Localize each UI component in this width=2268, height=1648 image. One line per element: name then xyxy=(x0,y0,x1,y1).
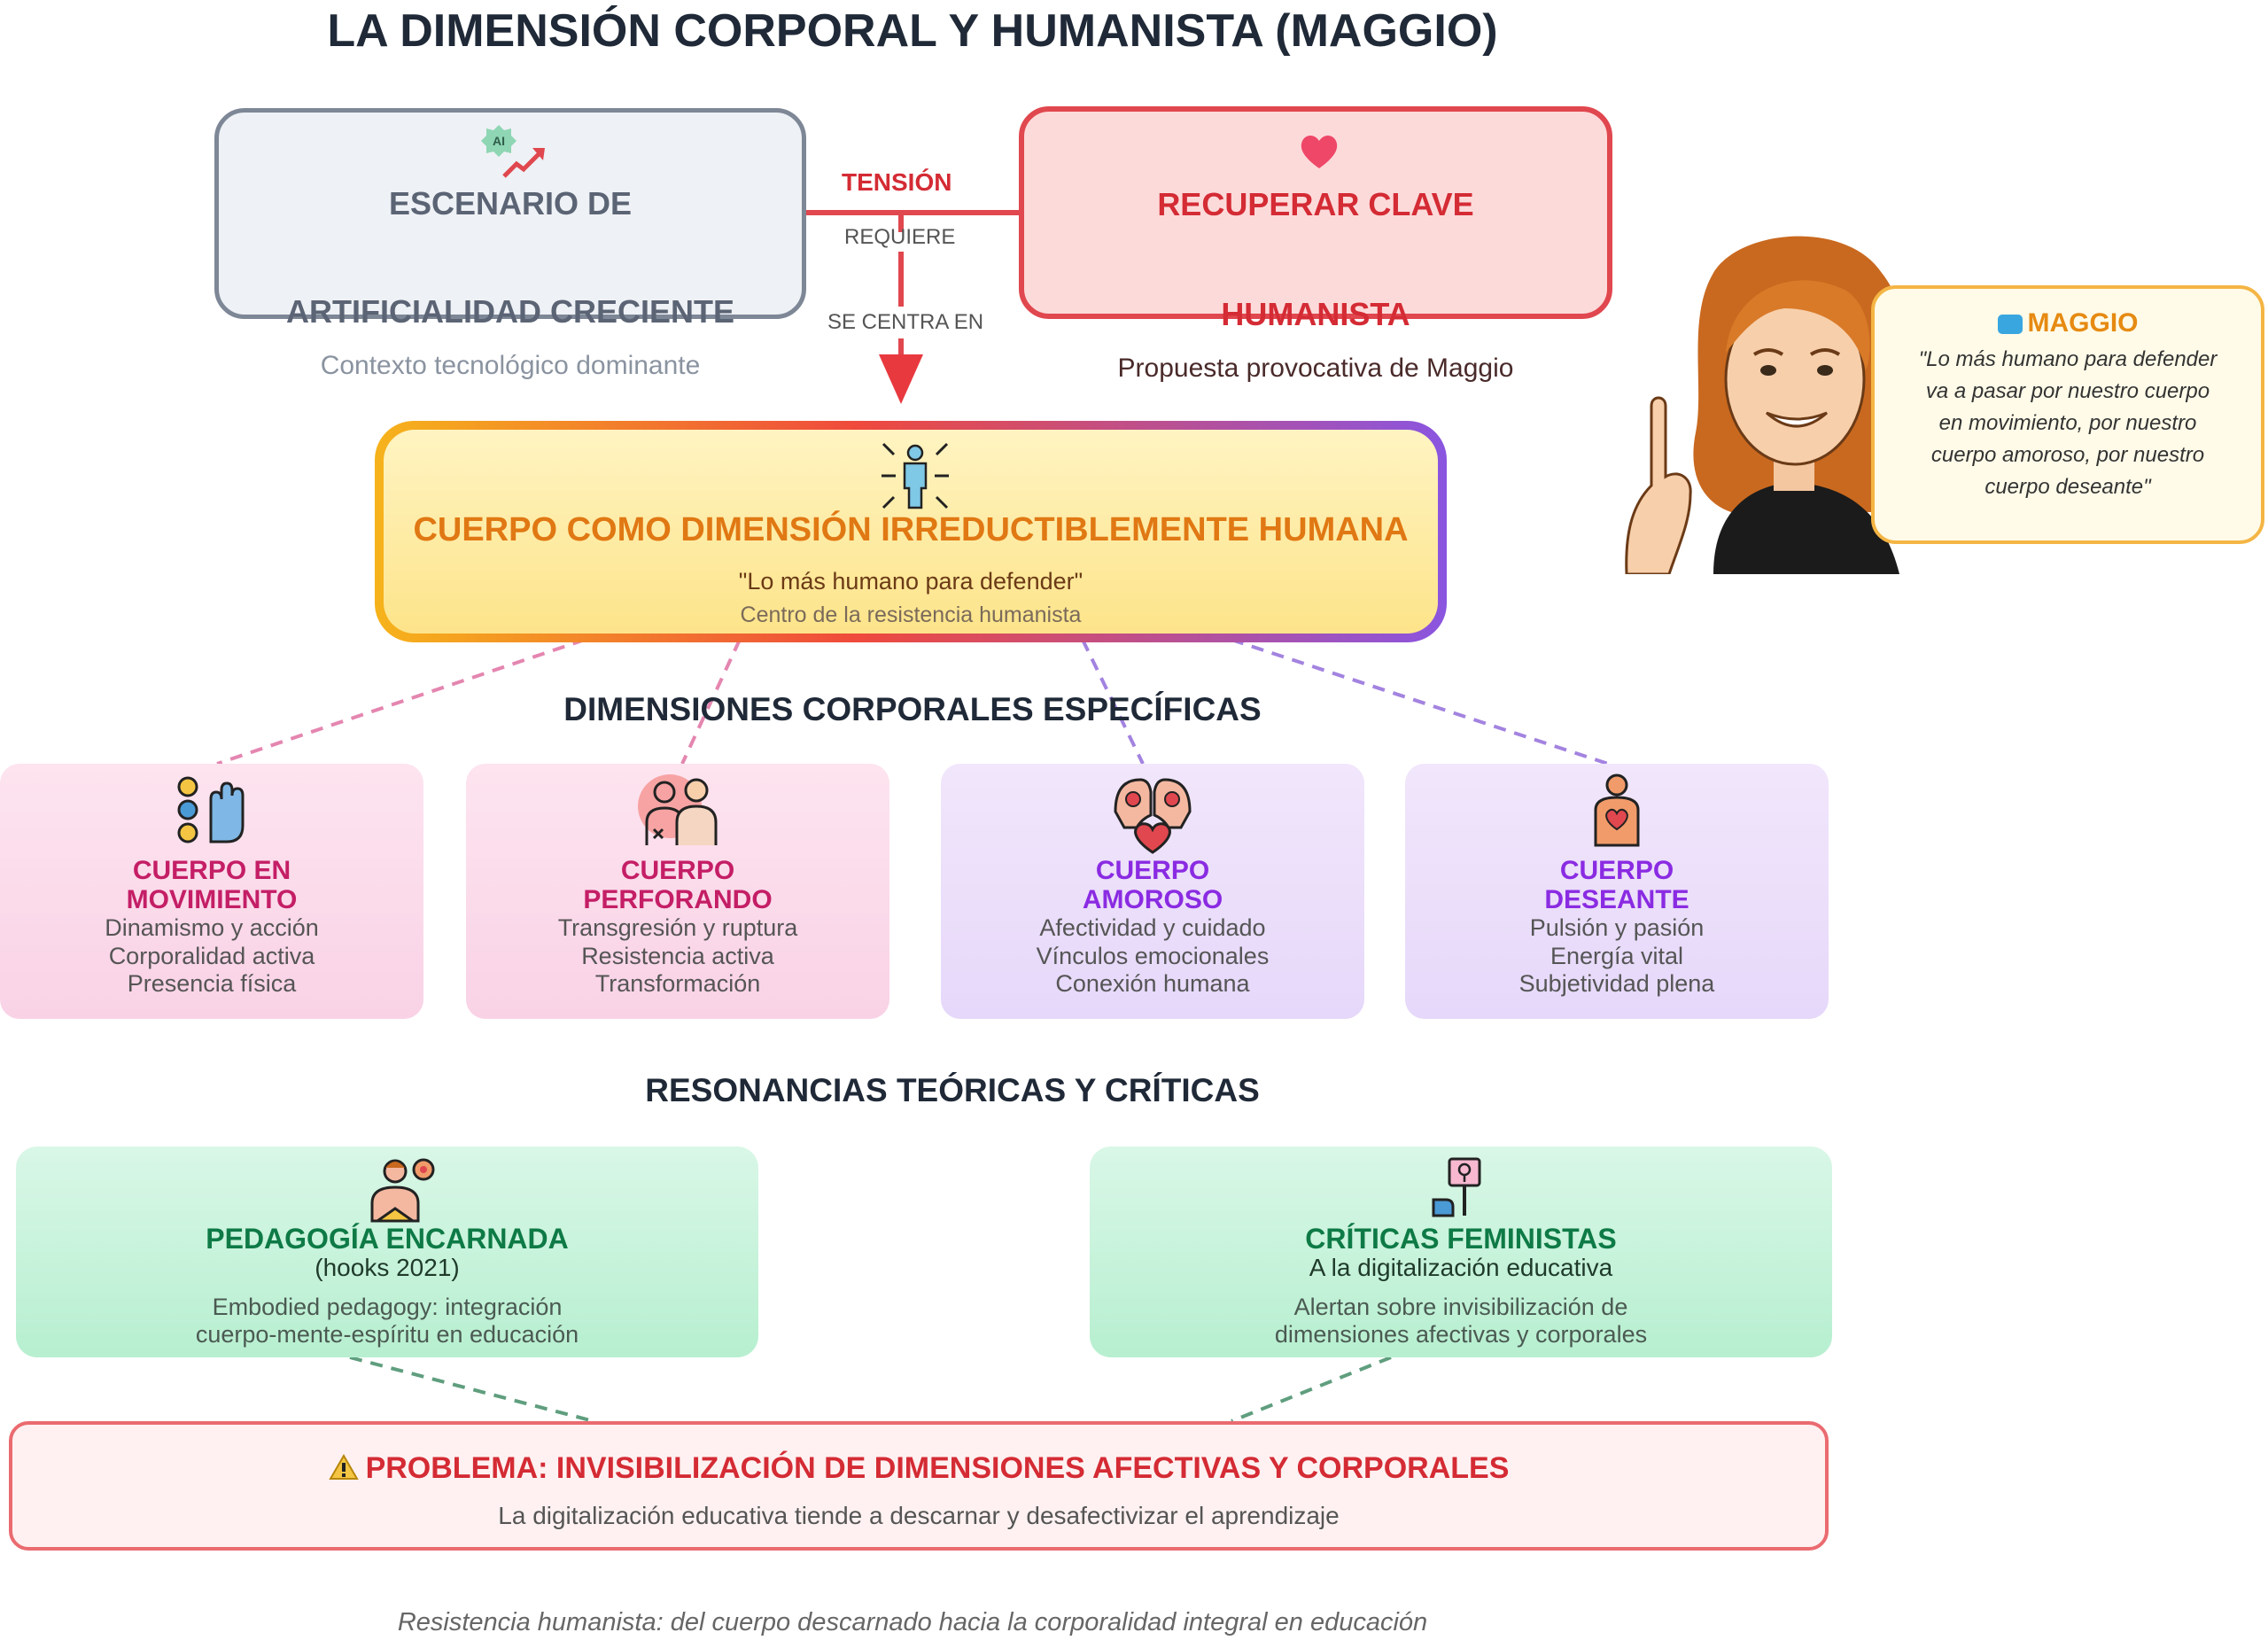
card-line: Dinamismo y acción xyxy=(105,914,319,941)
callout-name: MAGGIO xyxy=(2027,308,2139,338)
pedagogia-title: PEDAGOGÍA ENCARNADA xyxy=(206,1223,569,1255)
section-title-dimensions: DIMENSIONES CORPORALES ESPECÍFICAS xyxy=(563,691,1262,727)
card-cuerpo-movimiento: CUERPO EN MOVIMIENTO Dinamismo y acción … xyxy=(0,764,423,1019)
card-line: Subjetividad plena xyxy=(1518,970,1715,998)
tension-label: TENSIÓN xyxy=(842,168,952,196)
maggio-portrait xyxy=(1625,236,1919,574)
card-line: Pulsión y pasión xyxy=(1529,914,1705,941)
gears-hand-icon xyxy=(177,776,245,843)
humanist-title-line1: RECUPERAR CLAVE xyxy=(1157,186,1474,222)
card-line: Afectividad y cuidado xyxy=(1039,914,1266,941)
footer-caption: Resistencia humanista: del cuerpo descar… xyxy=(397,1608,1428,1636)
card-title-line1: CUERPO xyxy=(1559,856,1674,885)
card-title-line1: CUERPO EN xyxy=(132,856,291,885)
problem-box: PROBLEMA: INVISIBILIZACIÓN DE DIMENSIONE… xyxy=(9,1421,1829,1551)
artificiality-title-line1: ESCENARIO DE xyxy=(388,185,633,222)
dash-amo xyxy=(1081,639,1145,765)
card-line: Vínculos emocionales xyxy=(1036,942,1270,969)
humanist-box: RECUPERAR CLAVE HUMANISTA Propuesta prov… xyxy=(1019,106,1612,383)
feministas-title: CRÍTICAS FEMINISTAS xyxy=(1305,1223,1617,1255)
card-pedagogia-encarnada: PEDAGOGÍA ENCARNADA (hooks 2021) Embodie… xyxy=(16,1147,758,1357)
card-title-line1: CUERPO xyxy=(1095,856,1210,885)
humanist-title-line2: HUMANISTA xyxy=(1221,295,1410,332)
dash-des xyxy=(1231,638,1609,766)
card-title-line1: CUERPO xyxy=(620,856,735,885)
ai-growth-icon: AI xyxy=(481,125,545,178)
central-subtitle: Centro de la resistencia humanista xyxy=(740,602,1082,627)
people-transform-icon xyxy=(638,774,718,845)
callout-quote-line: en movimiento, por nuestro xyxy=(1938,411,2197,435)
card-title-line2: DESEANTE xyxy=(1544,885,1689,914)
problem-title-row: PROBLEMA: INVISIBILIZACIÓN DE DIMENSIONE… xyxy=(12,1451,1825,1486)
callout-quote-line: cuerpo deseante" xyxy=(1984,475,2151,499)
feministas-desc-line1: Alertan sobre invisibilización de xyxy=(1293,1294,1628,1321)
card-line: Corporalidad activa xyxy=(108,942,315,969)
svg-text:AI: AI xyxy=(493,134,505,148)
problem-subtitle: La digitalización educativa tiende a des… xyxy=(498,1502,1340,1529)
feministas-sub: A la digitalización educativa xyxy=(1309,1253,1613,1281)
warning-icon xyxy=(328,1454,359,1480)
person-heart-icon xyxy=(1594,773,1640,847)
heart-icon xyxy=(1301,136,1338,168)
central-body-box: CUERPO COMO DIMENSIÓN IRREDUCTIBLEMENTE … xyxy=(379,425,1442,638)
feministas-desc-line2: dimensiones afectivas y corporales xyxy=(1274,1321,1648,1349)
pedagogia-desc-line2: cuerpo-mente-espíritu en educación xyxy=(195,1321,579,1349)
card-line: Transgresión y ruptura xyxy=(557,914,798,941)
section-title-resonances: RESONANCIAS TEÓRICAS Y CRÍTICAS xyxy=(645,1072,1260,1108)
card-title-line2: PERFORANDO xyxy=(583,885,773,914)
heads-heart-icon xyxy=(1114,778,1192,854)
problem-title: PROBLEMA: INVISIBILIZACIÓN DE DIMENSIONE… xyxy=(365,1451,1510,1485)
callout-name-row: MAGGIO xyxy=(1875,308,2261,338)
human-body-focus-icon xyxy=(882,442,949,509)
artificiality-subtitle: Contexto tecnológico dominante xyxy=(320,350,701,380)
requiere-label: REQUIERE xyxy=(844,225,956,249)
dash-per xyxy=(680,639,742,765)
card-line: Conexión humana xyxy=(1055,970,1250,998)
callout-quote: "Lo más humano para defender va a pasar … xyxy=(1875,344,2261,503)
maggio-quote-callout: MAGGIO "Lo más humano para defender va a… xyxy=(1871,285,2264,544)
card-title-line2: AMOROSO xyxy=(1082,885,1223,914)
callout-quote-line: va a pasar por nuestro cuerpo xyxy=(1925,379,2210,403)
page-title: LA DIMENSIÓN CORPORAL Y HUMANISTA (MAGGI… xyxy=(327,5,1498,57)
card-line: Energía vital xyxy=(1550,942,1684,969)
card-cuerpo-amoroso: CUERPO AMOROSO Afectividad y cuidado Vín… xyxy=(941,764,1364,1019)
card-cuerpo-deseante: CUERPO DESEANTE Pulsión y pasión Energía… xyxy=(1405,764,1829,1019)
pedagogia-sub: (hooks 2021) xyxy=(315,1253,460,1281)
pedagogia-desc-line1: Embodied pedagogy: integración xyxy=(212,1294,563,1321)
reader-icon xyxy=(370,1158,435,1223)
central-title: CUERPO COMO DIMENSIÓN IRREDUCTIBLEMENTE … xyxy=(413,511,1409,548)
artificiality-box: AI ESCENARIO DE ARTIFICIALIDAD CRECIENTE… xyxy=(214,108,806,380)
down-arrow xyxy=(879,354,923,404)
humanist-subtitle: Propuesta provocativa de Maggio xyxy=(1117,353,1514,383)
card-line: Resistencia activa xyxy=(581,942,774,969)
callout-quote-line: "Lo más humano para defender xyxy=(1918,347,2218,371)
card-criticas-feministas: CRÍTICAS FEMINISTAS A la digitalización … xyxy=(1090,1147,1832,1357)
card-cuerpo-perforando: CUERPO PERFORANDO Transgresión y ruptura… xyxy=(466,764,889,1019)
central-quote: "Lo más humano para defender" xyxy=(738,567,1084,595)
dash-fem xyxy=(1231,1356,1392,1423)
card-line: Presencia física xyxy=(127,970,297,998)
dash-ped xyxy=(349,1356,594,1423)
artificiality-title-line2: ARTIFICIALIDAD CRECIENTE xyxy=(286,292,734,330)
card-title-line2: MOVIMIENTO xyxy=(126,885,298,914)
dash-mov xyxy=(216,638,586,766)
speech-bubble-icon xyxy=(1997,315,2023,335)
se-centra-en-label: SE CENTRA EN xyxy=(827,310,984,334)
protest-sign-icon xyxy=(1432,1157,1481,1217)
card-line: Transformación xyxy=(594,970,761,998)
callout-quote-line: cuerpo amoroso, por nuestro xyxy=(1930,443,2205,467)
